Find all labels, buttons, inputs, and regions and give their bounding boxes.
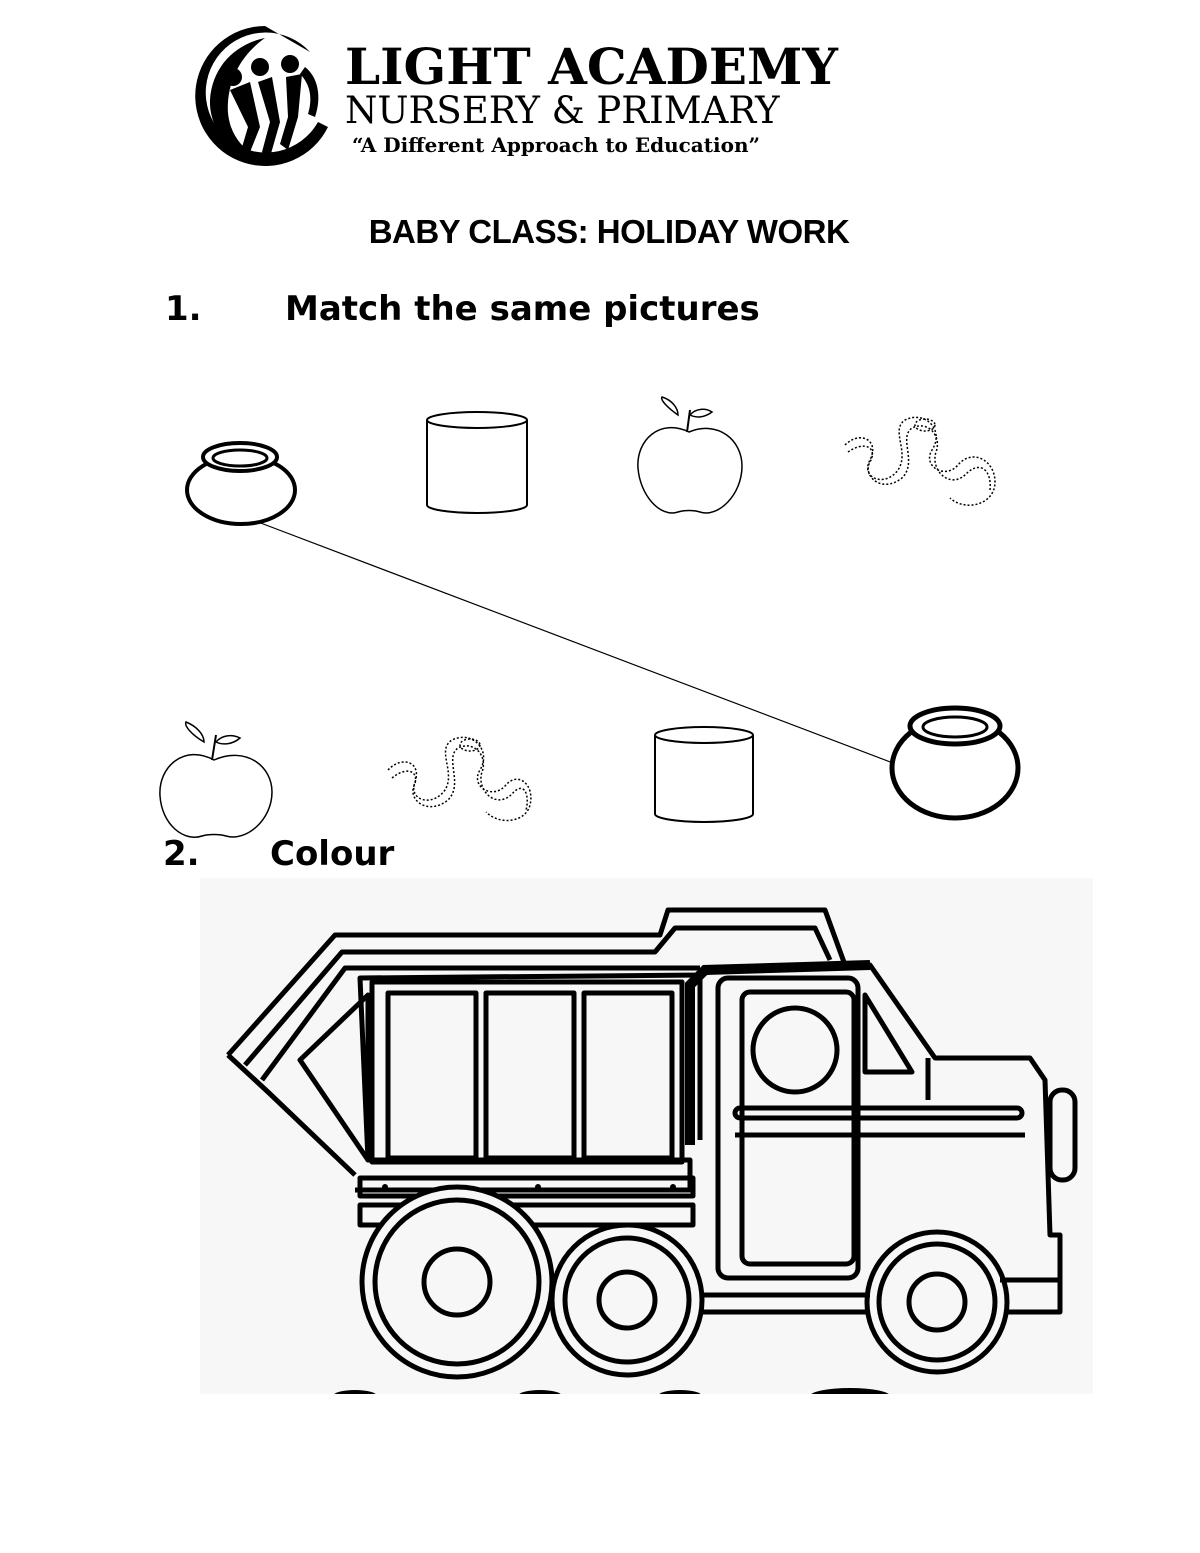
school-name: LIGHT ACADEMY [345,37,838,96]
question-1-number: 1. [165,289,202,329]
snake-icon [844,416,996,506]
match-line [257,521,894,764]
question-2-number: 2. [163,834,200,874]
pot-icon [185,441,297,526]
dump-truck-icon [200,878,1093,1394]
matching-pictures [159,396,1021,838]
school-logo-icon [195,26,328,166]
school-tagline: “A Different Approach to Education” [352,133,760,157]
apple-icon [637,396,743,514]
snake-icon [387,736,532,822]
question-1-text: Match the same pictures [285,289,760,329]
pot-icon [889,705,1021,821]
school-subtitle: NURSERY & PRIMARY [345,89,780,132]
cylinder-icon [426,411,528,514]
cylinder-icon [654,726,754,823]
apple-icon [159,721,273,838]
page-title: BABY CLASS: HOLIDAY WORK [368,213,850,250]
question-2-text: Colour [270,834,395,874]
